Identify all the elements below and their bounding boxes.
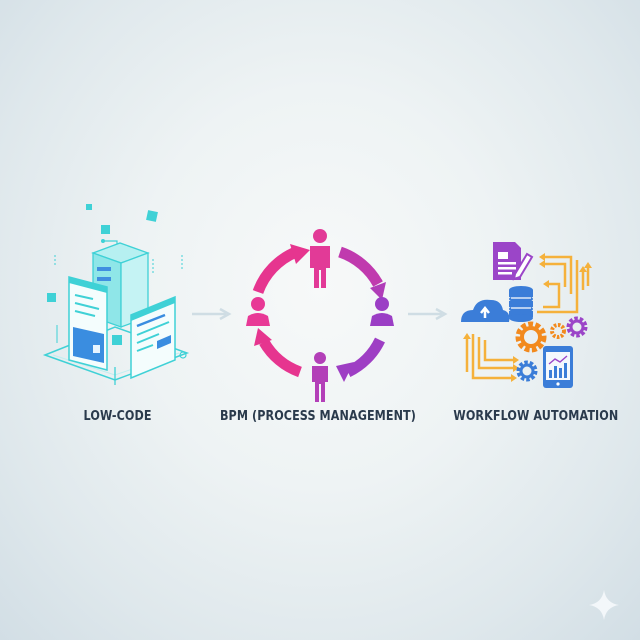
workflow-automation-label: WORKFLOW AUTOMATION — [453, 409, 619, 424]
person-left-icon — [246, 297, 270, 326]
sparkle-icon — [589, 590, 619, 620]
person-bottom-icon — [312, 352, 328, 402]
arrow-right-icon — [192, 307, 232, 321]
person-right-icon — [370, 297, 394, 326]
arrow-right-icon — [408, 307, 448, 321]
low-code-label: LOW-CODE — [83, 409, 152, 424]
gear-blue-icon — [516, 360, 538, 382]
document-edit-icon — [493, 242, 534, 281]
cloud-upload-icon — [461, 299, 510, 322]
low-code-icon — [42, 204, 190, 385]
person-top-icon — [310, 229, 330, 288]
bpm-label: BPM (PROCESS MANAGEMENT) — [219, 409, 416, 424]
tablet-chart-icon — [543, 346, 573, 388]
gear-small-orange-icon — [550, 323, 566, 339]
automation-cluster-icon — [461, 242, 592, 388]
gear-orange-icon — [515, 321, 547, 353]
database-icon — [509, 286, 533, 322]
gear-purple-icon — [566, 316, 588, 338]
people-cycle-icon — [246, 229, 394, 402]
